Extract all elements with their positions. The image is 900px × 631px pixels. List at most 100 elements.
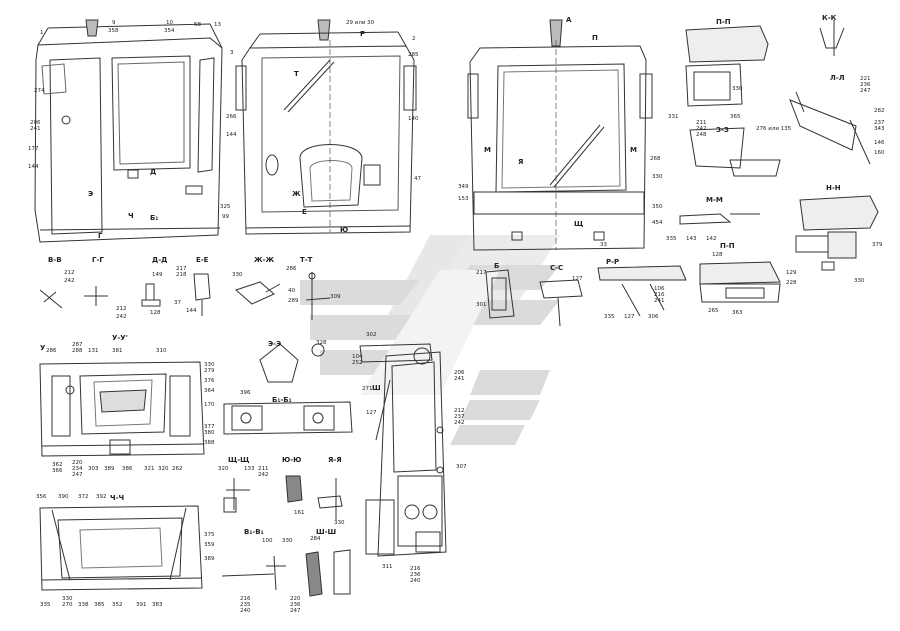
label-nn: Н-Н xyxy=(826,184,841,192)
part-242c: 242 xyxy=(116,314,127,320)
label-b: Б xyxy=(494,262,499,270)
part-247: 247 xyxy=(860,88,871,94)
part-383: 383 xyxy=(152,602,163,608)
part-1: 1 xyxy=(40,30,44,36)
part-217b: 217 xyxy=(476,270,487,276)
part-328: 328 xyxy=(316,340,327,346)
part-286b: 286 xyxy=(46,348,57,354)
label-ee: Е-Е xyxy=(196,256,209,264)
detail-views-top-right xyxy=(597,20,879,317)
part-206: 206 xyxy=(30,120,41,126)
part-236: 236 xyxy=(860,82,871,88)
label-mm: М-М xyxy=(706,196,723,204)
cab-section-chch xyxy=(39,505,203,591)
part-153: 153 xyxy=(458,196,469,202)
part-385: 385 xyxy=(94,602,105,608)
cab-rear-view xyxy=(467,19,653,251)
part-212b: 212 xyxy=(116,306,127,312)
part-237: 237 xyxy=(874,120,885,126)
cab-front-view xyxy=(235,19,417,235)
part-396: 396 xyxy=(240,390,251,396)
part-356: 356 xyxy=(36,494,47,500)
part-284: 284 xyxy=(310,536,321,542)
part-236b: 236 xyxy=(290,602,301,608)
label-zhzh: Ж-Ж xyxy=(254,256,274,264)
part-270: 270 xyxy=(62,602,73,608)
part-330d: 330 xyxy=(232,272,243,278)
part-212: 212 xyxy=(64,270,75,276)
part-376: 376 xyxy=(204,378,215,384)
part-221: 221 xyxy=(860,76,871,82)
label-v1v1: В₁-В₁ xyxy=(244,528,264,536)
part-391: 391 xyxy=(136,602,147,608)
label-m: М xyxy=(484,146,491,154)
part-362: 362 xyxy=(52,462,63,468)
part-363: 363 xyxy=(732,310,743,316)
part-99: 99 xyxy=(222,214,229,220)
label-iipp: П-П xyxy=(720,242,735,250)
part-330h: 330 xyxy=(282,538,293,544)
part-216: 216 xyxy=(654,292,665,298)
part-247b: 247 xyxy=(72,472,83,478)
part-242: 242 xyxy=(696,126,707,132)
part-390: 390 xyxy=(58,494,69,500)
part-212c: 212 xyxy=(454,408,465,414)
part-235: 235 xyxy=(240,602,251,608)
part-216c: 216 xyxy=(410,566,421,572)
part-352: 352 xyxy=(112,602,123,608)
part-358: 358 xyxy=(108,28,119,34)
part-282: 282 xyxy=(874,108,885,114)
label-bb: Б₁-Б₁ xyxy=(272,396,292,404)
part-216b: 216 xyxy=(240,596,251,602)
part-58: 58 xyxy=(194,22,201,28)
part-144c: 144 xyxy=(186,308,197,314)
label-i: П xyxy=(592,34,598,42)
cab-side-view xyxy=(34,19,223,243)
label-zh: Ж xyxy=(292,190,301,198)
part-106: 106 xyxy=(654,286,665,292)
label-ii: П-П xyxy=(716,18,731,26)
part-335: 335 xyxy=(666,236,677,242)
label-p: Р xyxy=(360,30,365,38)
part-301: 301 xyxy=(476,302,487,308)
part-100: 100 xyxy=(262,538,273,544)
part-133: 133 xyxy=(244,466,255,472)
part-241b: 241 xyxy=(654,298,665,304)
label-g: Г xyxy=(98,232,103,240)
part-206b: 206 xyxy=(454,370,465,376)
part-372: 372 xyxy=(78,494,89,500)
part-29: 29 или 30 xyxy=(346,20,375,26)
part-149: 149 xyxy=(152,272,163,278)
part-33: 33 xyxy=(600,242,607,248)
label-m2: М xyxy=(630,146,637,154)
cab-section-uu xyxy=(39,361,205,457)
part-268: 268 xyxy=(650,156,661,162)
part-2: 2 xyxy=(412,36,416,42)
label-ch: Ч xyxy=(128,212,134,220)
part-311: 311 xyxy=(382,564,393,570)
part-309: 309 xyxy=(330,294,341,300)
label-shchshch: Щ-Щ xyxy=(228,456,249,464)
watermark-logo xyxy=(300,235,560,445)
label-chch: Ч-Ч xyxy=(110,494,125,502)
part-10: 10 xyxy=(166,20,173,26)
part-146: 146 xyxy=(874,140,885,146)
label-eheh: Э-Э xyxy=(268,340,281,348)
detail-view-b xyxy=(485,269,583,327)
part-330f: 330 xyxy=(334,520,345,526)
part-243: 241 xyxy=(454,376,465,382)
part-389: 389 xyxy=(104,466,115,472)
part-364: 364 xyxy=(204,388,215,394)
part-242b: 242 xyxy=(64,278,75,284)
label-ya: Я xyxy=(518,158,523,166)
part-237b: 237 xyxy=(454,414,465,420)
label-ss: С-С xyxy=(550,264,563,272)
part-303: 303 xyxy=(88,466,99,472)
label-d: Д xyxy=(150,168,156,176)
part-37: 37 xyxy=(174,300,181,306)
part-234: 234 xyxy=(72,466,83,472)
label-u: У xyxy=(40,344,46,352)
part-388: 388 xyxy=(204,440,215,446)
part-242e: 242 xyxy=(258,472,269,478)
